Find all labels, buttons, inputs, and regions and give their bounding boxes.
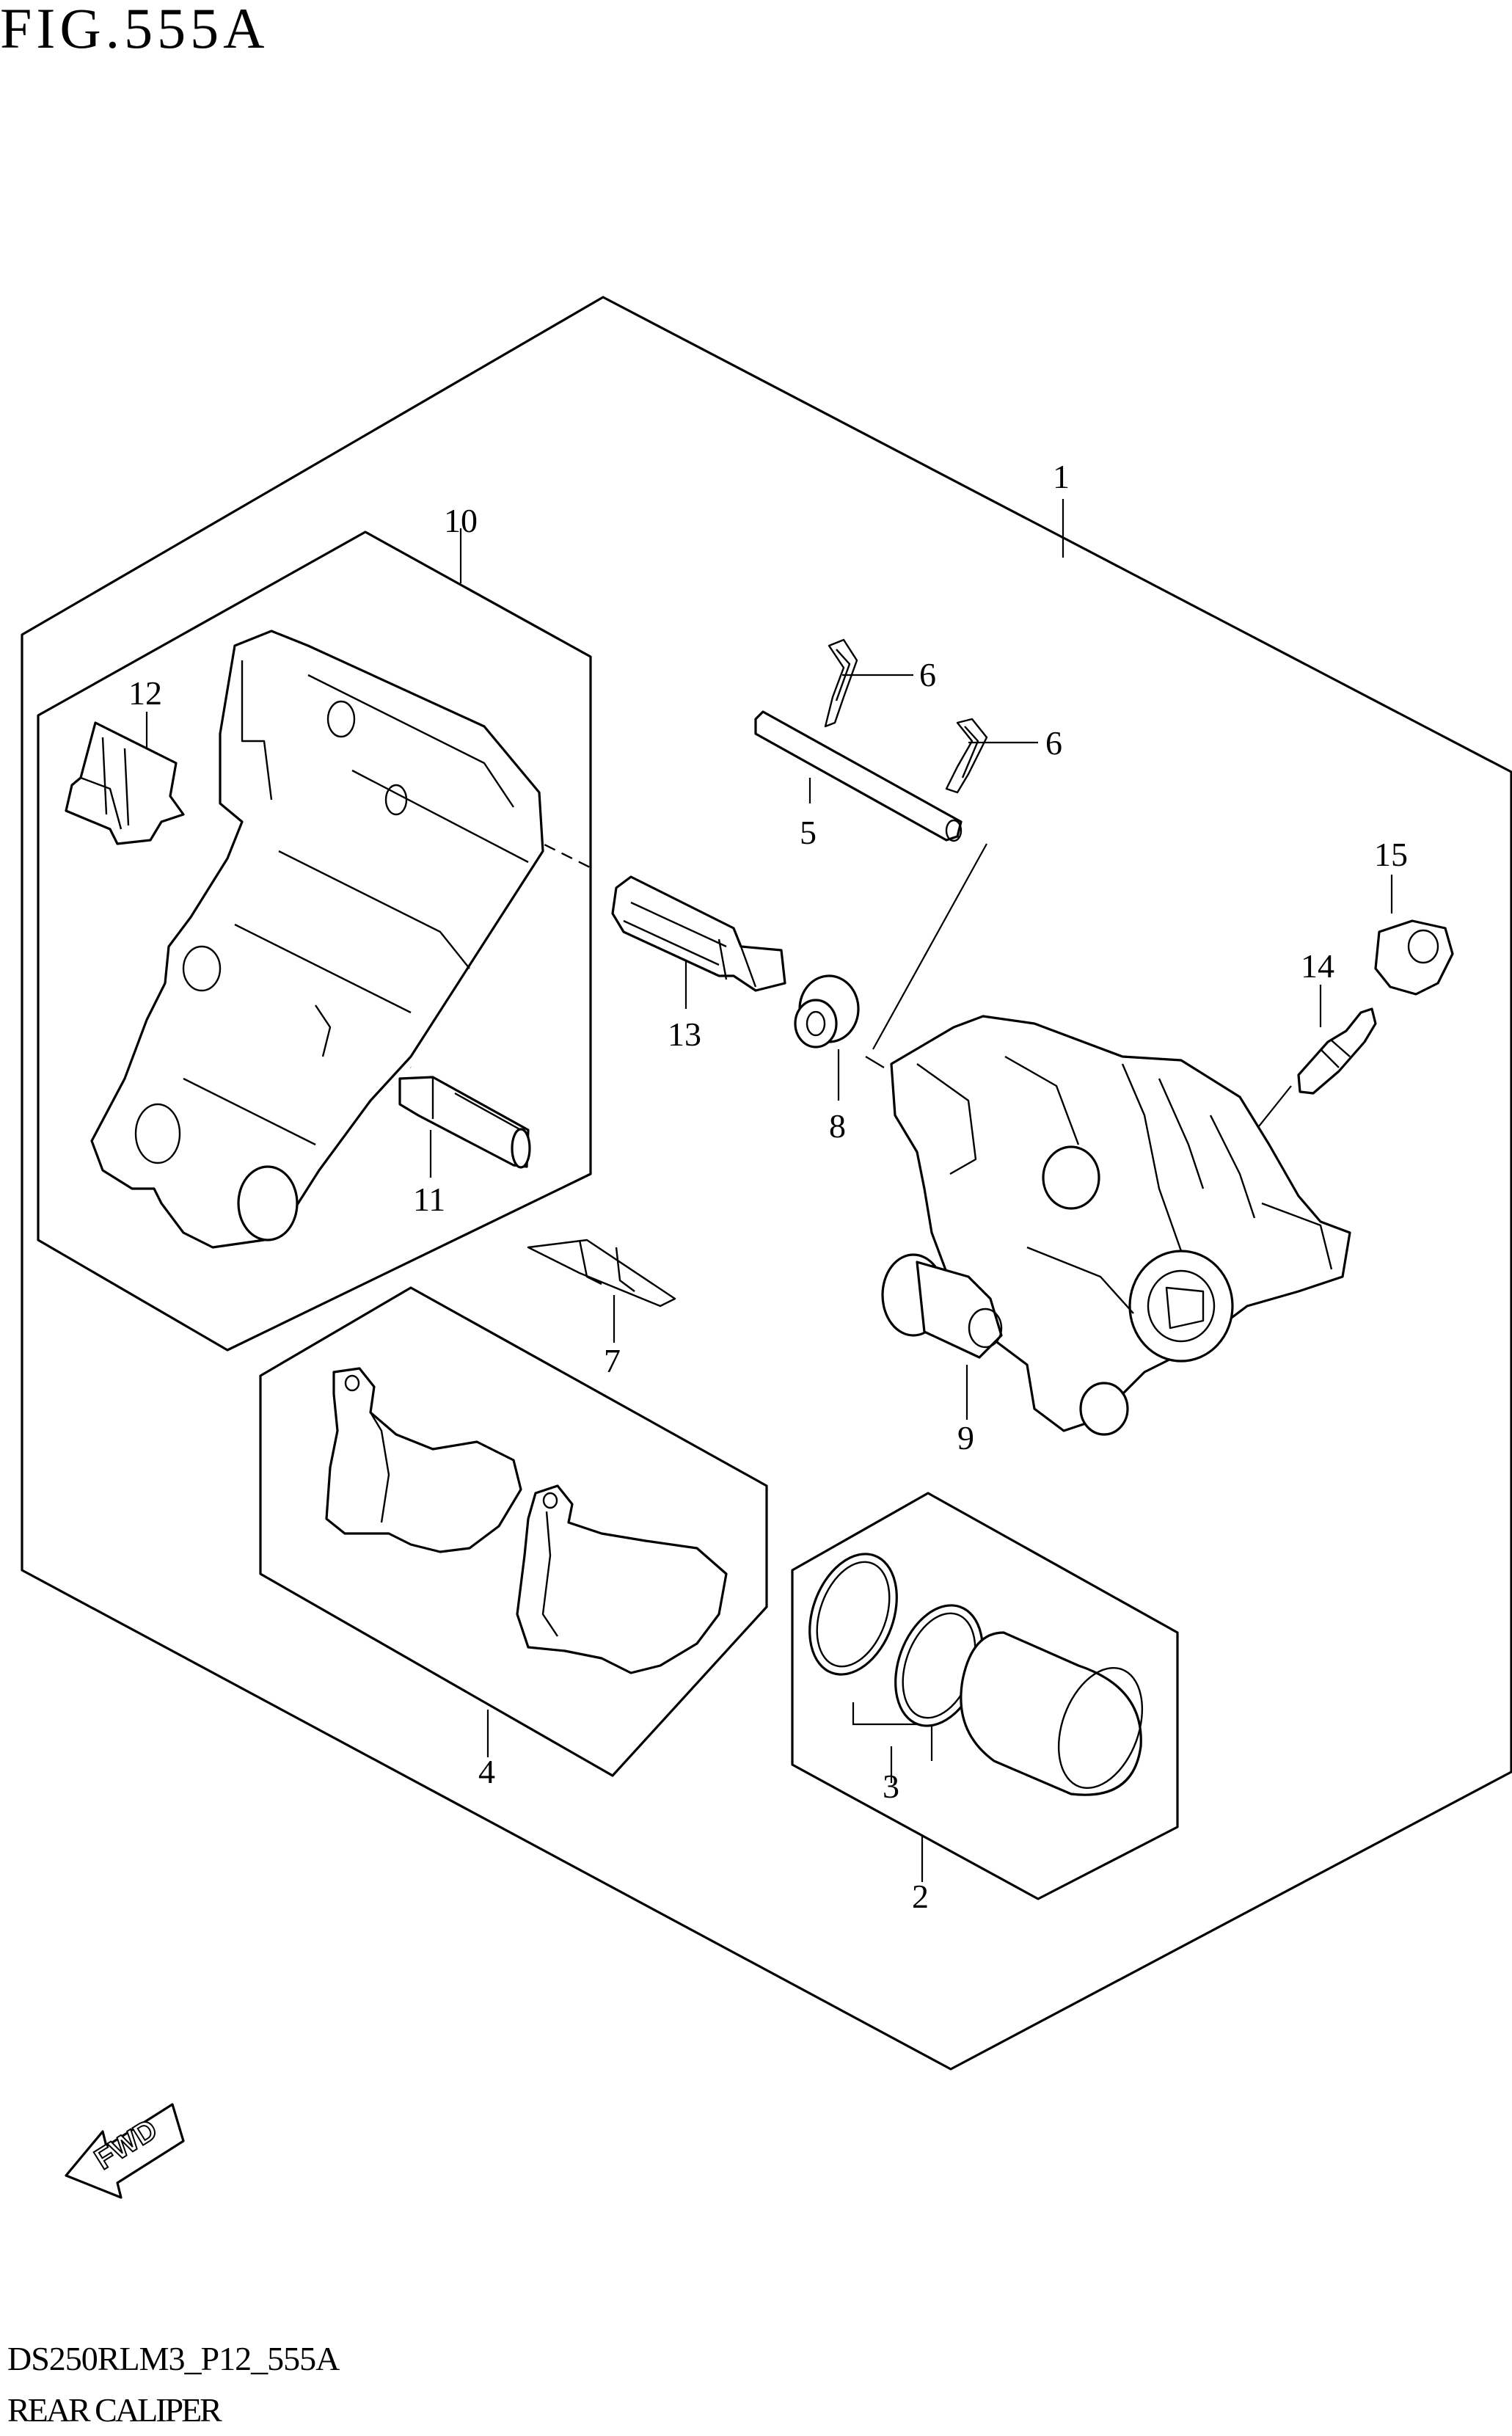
bleeder-cap-15 [1374, 919, 1454, 996]
callout-13: 13 [668, 1015, 701, 1053]
callout-11: 11 [413, 1181, 445, 1218]
slide-pin-11 [398, 1076, 531, 1169]
callout-8: 8 [829, 1107, 846, 1145]
brake-pad-inner-4 [325, 1367, 522, 1553]
callout-3: 3 [883, 1768, 899, 1805]
mounting-bolt-9 [881, 1253, 1003, 1359]
brake-pad-outer-4 [516, 1484, 728, 1674]
callout-7: 7 [604, 1342, 621, 1379]
caliper-piston-2 [960, 1631, 1144, 1796]
callout-9: 9 [957, 1419, 974, 1456]
callout-4: 4 [478, 1753, 495, 1790]
piston-group-outline-2 [791, 1492, 1179, 1900]
pad-retainer-clip-12 [65, 721, 185, 845]
piston-seal-3a [808, 1553, 898, 1676]
caliper-body [890, 1015, 1351, 1436]
callout-6b: 6 [1045, 724, 1062, 762]
caliper-bracket-10 [90, 630, 544, 1249]
assembly-outline-1 [21, 296, 1512, 2071]
model-code: DS250RLM3_P12_555A [7, 2340, 340, 2377]
pad-pin-clip-6a [824, 638, 858, 728]
anti-rattle-spring-7 [527, 1239, 676, 1308]
slide-pin-13 [611, 875, 786, 992]
callout-6a: 6 [919, 656, 936, 693]
pad-pin-5 [754, 710, 963, 842]
callout-15: 15 [1374, 836, 1408, 873]
section-name: REAR CALIPER [7, 2391, 222, 2429]
pads-group-outline-4 [259, 1286, 768, 1777]
callout-2: 2 [912, 1878, 929, 1915]
callout-12: 12 [128, 674, 162, 712]
callout-14: 14 [1301, 947, 1334, 985]
bleeder-valve-14 [1297, 1007, 1377, 1095]
figure-title: FIG.555A [0, 0, 269, 60]
slide-pin-boot-8 [794, 974, 860, 1049]
fwd-arrow-icon: FWD [65, 2103, 185, 2199]
callout-1: 1 [1053, 458, 1070, 495]
bracket-group-outline-10 [37, 530, 592, 1352]
pad-pin-clip-6b [945, 718, 988, 794]
callout-5: 5 [800, 814, 817, 851]
callout-10: 10 [444, 502, 478, 539]
